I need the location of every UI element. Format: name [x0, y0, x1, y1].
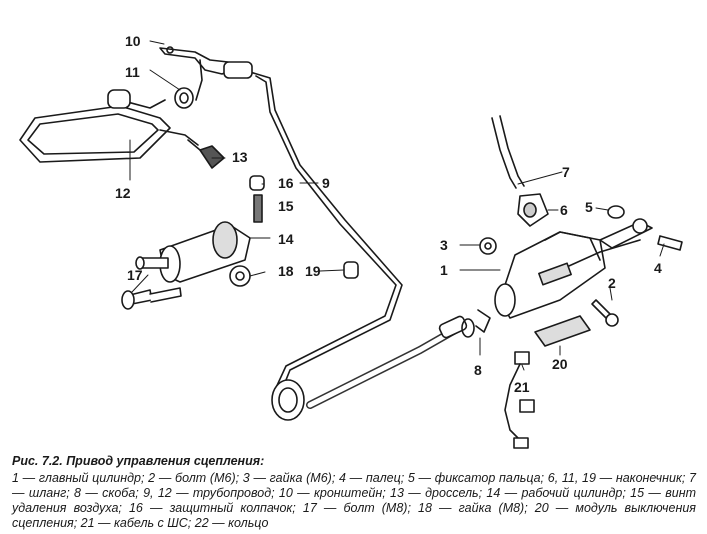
bleed-screw-part-15: [253, 194, 263, 223]
callout-14: 14: [278, 231, 294, 247]
tip-part-11: [174, 87, 194, 109]
callout-12: 12: [115, 185, 131, 201]
callout-8: 8: [474, 362, 482, 378]
figure-caption: Рис. 7.2. Привод управления сцепления: 1…: [12, 454, 696, 531]
exploded-diagram: 10 11 12 13 9 16 15 14 18 17 19 7 6 5 4 …: [19, 33, 683, 449]
callout-21: 21: [514, 379, 530, 395]
tip-part-6: [517, 193, 549, 227]
caption-title: Рис. 7.2. Привод управления сцепления:: [12, 454, 265, 468]
pipeline-part-9: [223, 61, 403, 421]
callout-4: 4: [654, 260, 662, 276]
bolt-part-17: [121, 287, 182, 310]
callout-7: 7: [562, 164, 570, 180]
callout-1: 1: [440, 262, 448, 278]
master-cylinder-part-1: [494, 231, 641, 319]
bolt-part-2: [591, 299, 619, 327]
callout-2: 2: [608, 275, 616, 291]
callout-13: 13: [232, 149, 248, 165]
callout-11: 11: [125, 64, 140, 80]
callout-9: 9: [322, 175, 330, 191]
callout-16: 16: [278, 175, 294, 191]
module-part-20: [534, 315, 591, 347]
callout-20: 20: [552, 356, 568, 372]
callout-10: 10: [125, 33, 141, 49]
nut-part-18: [229, 265, 251, 287]
caption-legend: 1 — главный цилиндр; 2 — болт (М6); 3 — …: [12, 471, 696, 530]
callout-5: 5: [585, 199, 593, 215]
bracket-part-10: [159, 46, 233, 101]
throttle-part-13: [187, 139, 225, 169]
callout-6: 6: [560, 202, 568, 218]
hose-assembly: [306, 315, 468, 409]
callout-15: 15: [278, 198, 294, 214]
hose-part-7: [491, 115, 525, 189]
slave-cylinder-part-14: [135, 221, 251, 283]
tip-part-19: [343, 261, 359, 279]
cap-part-16: [249, 175, 265, 191]
retainer-part-5: [607, 205, 625, 219]
callout-17: 17: [127, 267, 143, 283]
cable-part-21: [504, 351, 535, 449]
pipe-part-12: [19, 89, 199, 163]
rod-end: [599, 218, 653, 249]
callout-19: 19: [305, 263, 321, 279]
clip-part-8: [461, 309, 491, 338]
pin-part-4: [657, 235, 683, 251]
callout-labels: 10 11 12 13 9 16 15 14 18 17 19 7 6 5 4 …: [115, 33, 662, 395]
nut-part-3: [479, 237, 497, 255]
callout-18: 18: [278, 263, 294, 279]
leader-lines: [129, 40, 665, 371]
callout-3: 3: [440, 237, 448, 253]
